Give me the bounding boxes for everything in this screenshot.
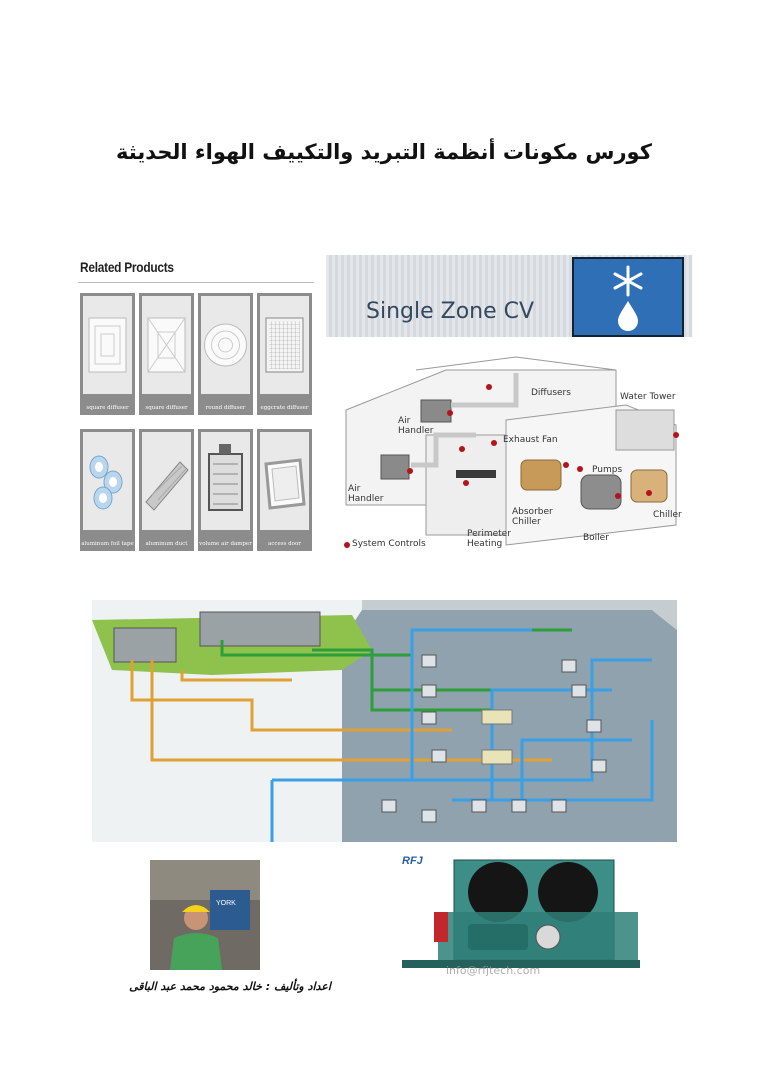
duct-icon [142, 432, 191, 530]
author-credit: اعداد وتأليف : خالد محمود محمد عبد الباق… [129, 980, 331, 993]
label-system-controls: System Controls [352, 539, 426, 549]
label-exhaust-fan: Exhaust Fan [503, 435, 558, 445]
heading-divider [78, 282, 314, 283]
label-boiler: Boiler [583, 533, 609, 543]
square-diffuser-icon [83, 296, 132, 394]
york-sign: YORK [216, 900, 236, 907]
label-air-handler: Air Handler [348, 484, 384, 504]
label-diffusers: Diffusers [531, 388, 571, 398]
product-tile[interactable]: square diffuser [80, 293, 135, 415]
label-pumps: Pumps [592, 465, 623, 475]
product-caption: square diffuser [86, 405, 129, 411]
product-tile[interactable]: access door [257, 429, 312, 551]
product-caption: aluminum duct [145, 541, 188, 547]
product-caption: square diffuser [145, 405, 188, 411]
single-zone-cv-diagram: Single Zone CV [326, 255, 692, 555]
eggcrate-diffuser-icon [260, 296, 309, 394]
damper-icon [201, 432, 250, 530]
label-air-handler: Air Handler [398, 416, 434, 436]
author-photo: YORK [150, 860, 260, 970]
rfj-logo: RFJ [402, 855, 424, 867]
building-illustration [344, 356, 679, 548]
refrigeration-piping-diagram [92, 600, 677, 842]
related-products-panel: Related Products square diffuser square … [78, 255, 314, 553]
round-diffuser-icon [201, 296, 250, 394]
product-caption: eggcrate diffuser [260, 405, 309, 411]
product-caption: volume air damper [199, 541, 252, 547]
label-perimeter-heating: Perimeter Heating [467, 529, 511, 549]
product-caption: round diffuser [205, 405, 246, 411]
product-tile[interactable]: square diffuser [139, 293, 194, 415]
product-tile[interactable]: eggcrate diffuser [257, 293, 312, 415]
product-tile[interactable]: volume air damper [198, 429, 253, 551]
product-tile[interactable]: aluminum foil tape [80, 429, 135, 551]
label-water-tower: Water Tower [620, 392, 676, 402]
access-door-icon [260, 432, 309, 530]
product-caption: access door [268, 541, 301, 547]
label-absorber-chiller: Absorber Chiller [512, 507, 553, 527]
product-caption: aluminum foil tape [81, 541, 134, 547]
product-tile[interactable]: round diffuser [198, 293, 253, 415]
product-tile[interactable]: aluminum duct [139, 429, 194, 551]
related-products-heading: Related Products [80, 259, 174, 275]
condensing-unit-photo: RFJ info@rfjtech.com [398, 852, 644, 978]
foil-tape-icon [83, 432, 132, 530]
watermark: info@rfjtech.com [446, 964, 540, 977]
page-title: كورس مكونات أنظمة التبريد والتكييف الهوا… [116, 140, 652, 164]
snowflake-drop-icon [572, 257, 684, 337]
label-chiller: Chiller [653, 510, 682, 520]
diagram-title: Single Zone CV [366, 299, 535, 324]
square-diffuser-icon [142, 296, 191, 394]
